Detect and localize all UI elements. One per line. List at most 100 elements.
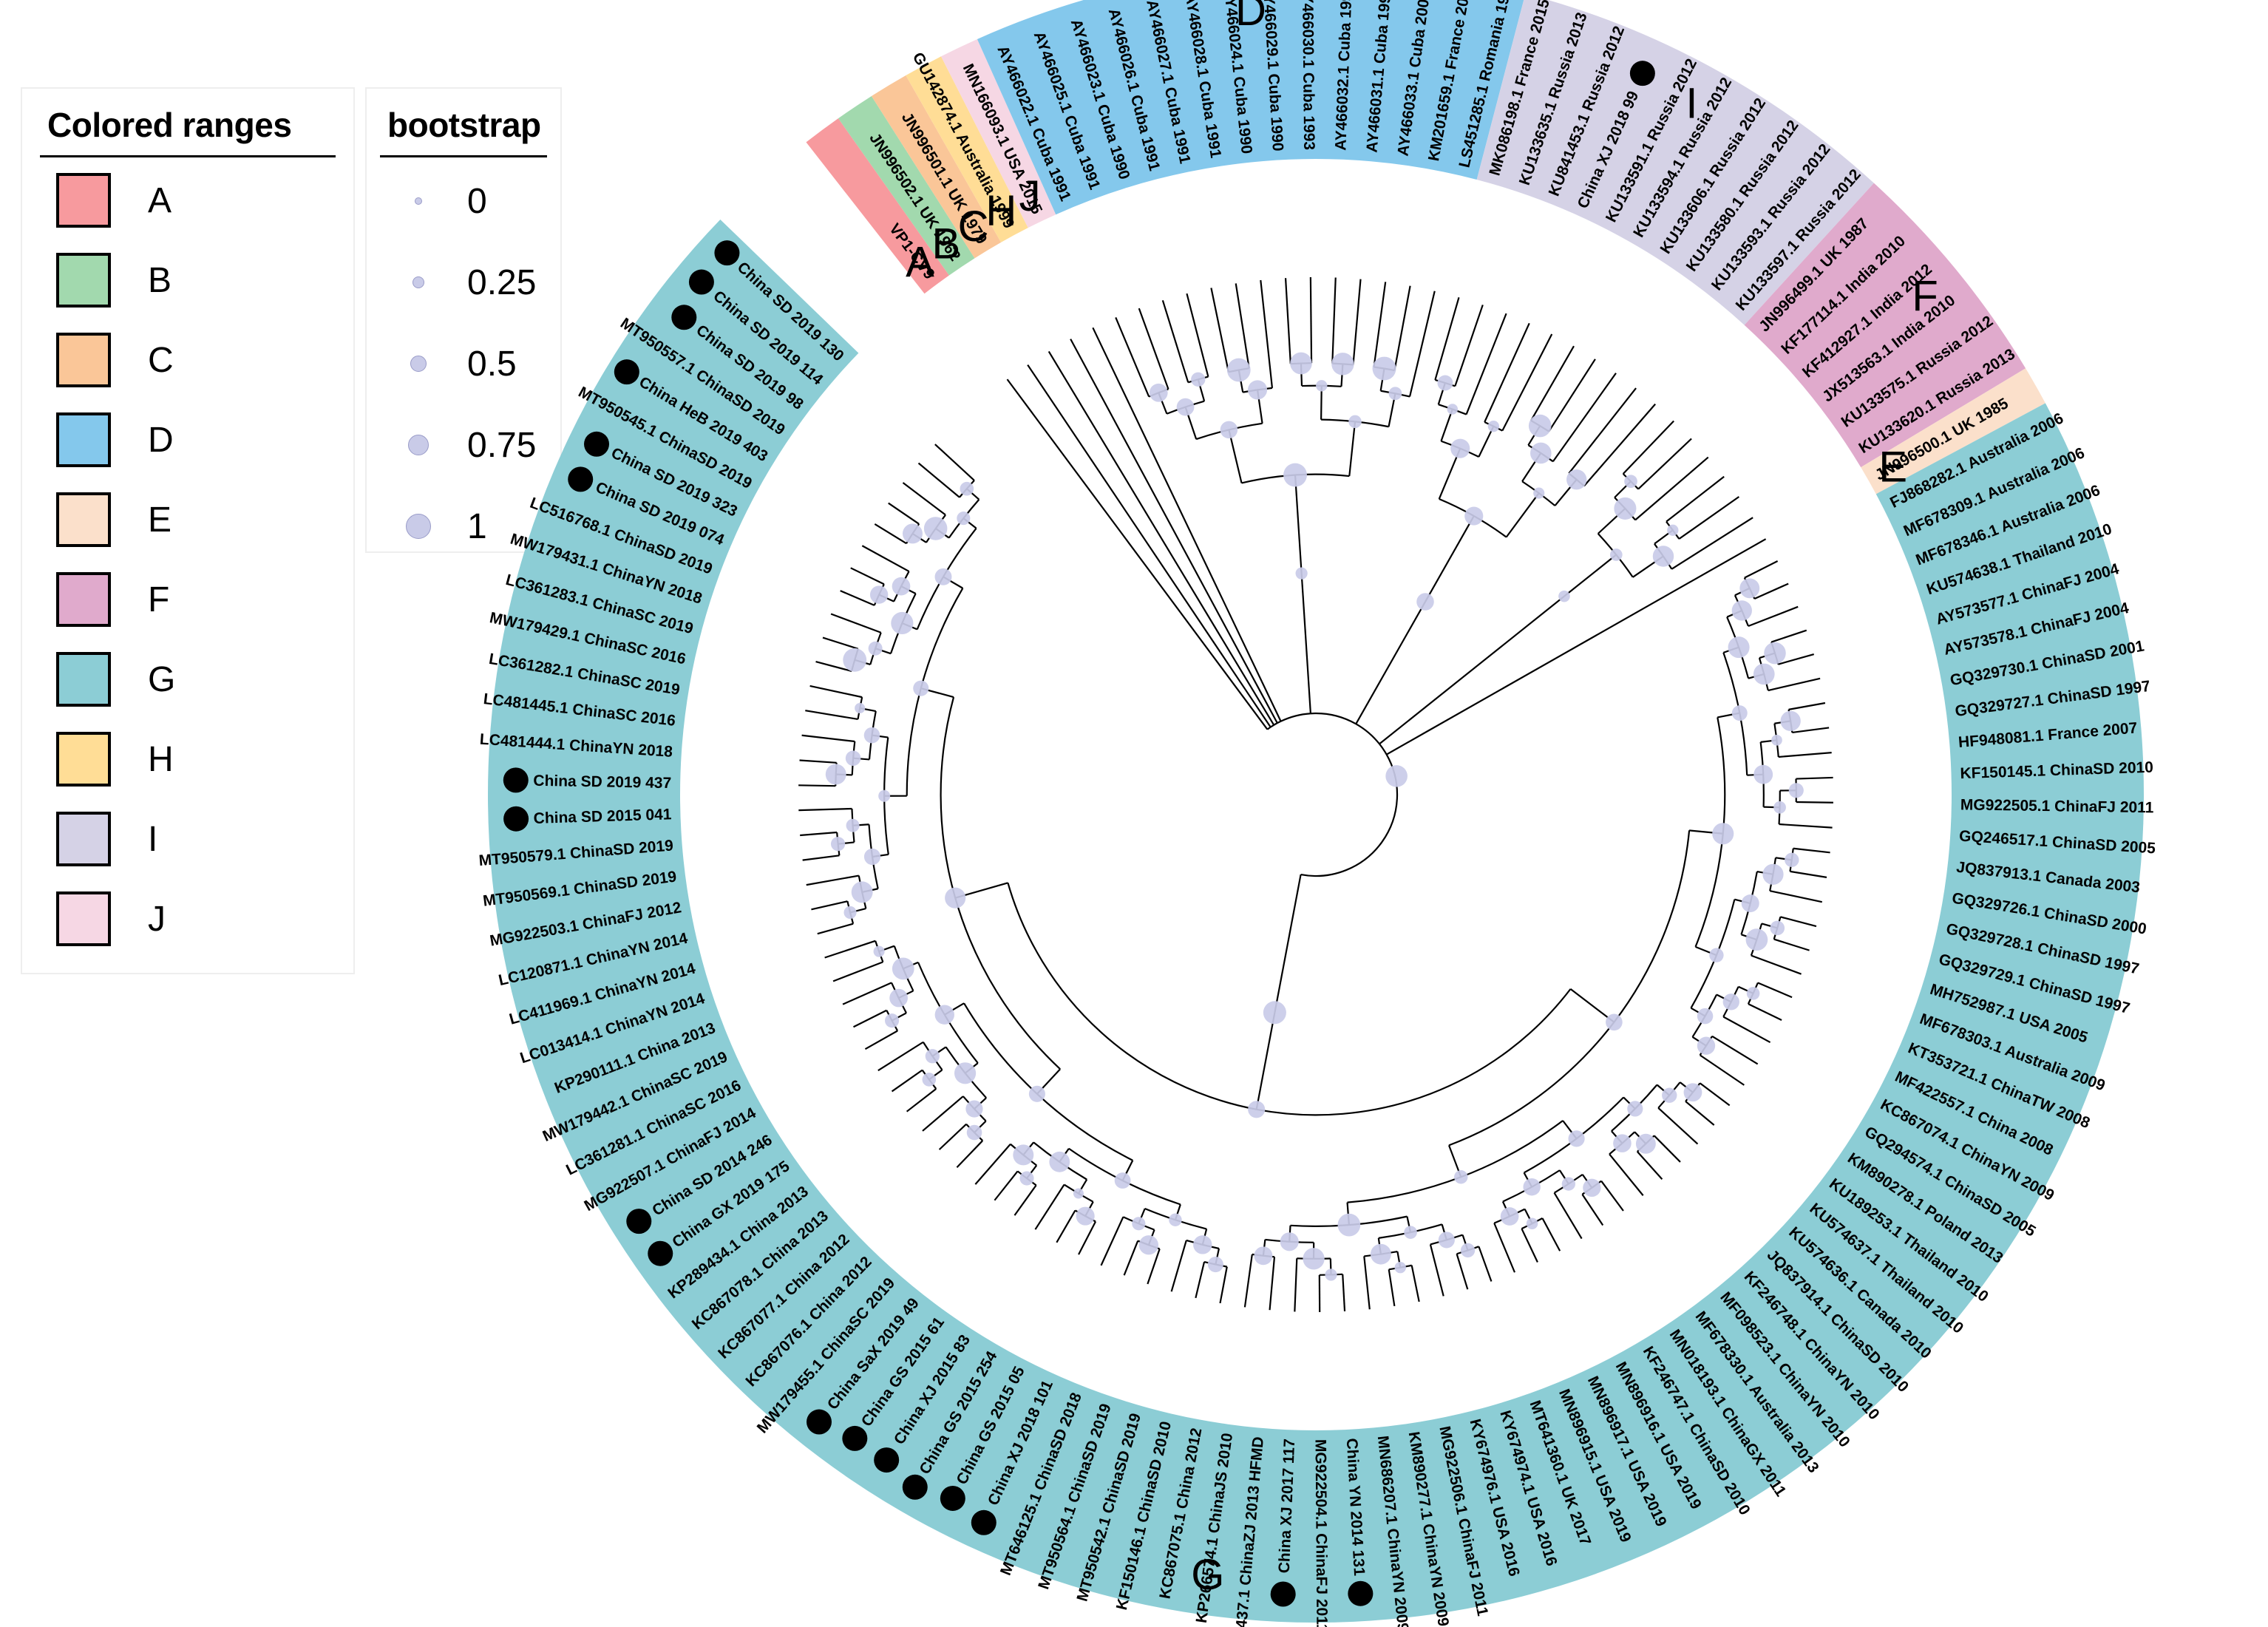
bootstrap-node xyxy=(1385,765,1408,787)
bootstrap-node xyxy=(1454,1170,1468,1184)
legend-bootstrap-row[interactable]: 0.5 xyxy=(380,323,547,404)
legend-range-row[interactable]: A xyxy=(40,160,336,240)
bootstrap-node xyxy=(1028,1085,1045,1102)
bootstrap-node xyxy=(1609,548,1623,561)
legend-range-row[interactable]: D xyxy=(40,400,336,480)
clade-wedge-F[interactable] xyxy=(1744,183,2026,468)
bootstrap-node xyxy=(922,1073,937,1087)
bootstrap-node xyxy=(1438,1232,1455,1249)
clade-letter-D: D xyxy=(1235,0,1266,35)
tree-branch xyxy=(1260,681,1282,722)
bootstrap-title: bootstrap xyxy=(387,106,541,144)
tree-branch xyxy=(1270,724,1274,728)
bootstrap-node xyxy=(1348,415,1362,429)
highlight-dot-icon xyxy=(1270,1581,1296,1607)
clade-wedge-C[interactable] xyxy=(871,75,1002,259)
tree-branches xyxy=(798,277,1833,1312)
bootstrap-node xyxy=(1220,421,1238,439)
tree-branch xyxy=(805,710,858,721)
tree-branch xyxy=(801,734,855,743)
range-label: G xyxy=(148,659,176,699)
highlight-dot-icon xyxy=(503,806,529,832)
tree-branch xyxy=(1657,1107,1699,1145)
range-color-swatch xyxy=(56,732,111,787)
clade-wedge-J[interactable] xyxy=(941,38,1056,228)
bootstrap-node xyxy=(1388,387,1402,401)
bootstrap-node xyxy=(831,837,846,852)
legend-range-row[interactable]: J xyxy=(40,879,336,959)
clade-wedge-I[interactable] xyxy=(1476,0,1874,325)
legend-range-row[interactable]: F xyxy=(40,560,336,639)
tree-branch xyxy=(815,660,852,672)
bootstrap-node xyxy=(1667,524,1679,536)
tree-branch xyxy=(1622,420,1674,475)
tree-branch xyxy=(1386,732,1426,755)
bootstrap-node xyxy=(1254,1246,1273,1266)
tree-branch xyxy=(1170,1240,1187,1292)
legend-range-row[interactable]: B xyxy=(40,240,336,320)
bootstrap-node xyxy=(1247,380,1268,400)
clade-wedge-G[interactable] xyxy=(487,219,2145,1623)
bootstrap-node xyxy=(1437,375,1453,391)
legend-range-row[interactable]: E xyxy=(40,480,336,560)
tree-branch xyxy=(1751,954,1802,975)
tree-branch xyxy=(917,462,960,498)
tree-branch xyxy=(1637,438,1692,490)
bootstrap-node xyxy=(851,881,873,903)
bootstrap-node xyxy=(1762,863,1784,885)
bootstrap-node xyxy=(1528,414,1552,438)
tree-branch xyxy=(1530,345,1575,421)
legend-range-row[interactable]: G xyxy=(40,639,336,719)
tip-label[interactable]: China SD 2015 041 xyxy=(533,806,672,827)
bootstrap-node xyxy=(1193,1235,1212,1254)
bootstrap-node xyxy=(1566,469,1587,490)
tip-label[interactable]: AY466030.1 Cuba 1993 xyxy=(1299,0,1317,150)
tree-branch xyxy=(1219,1266,1228,1304)
legend-range-row[interactable]: I xyxy=(40,799,336,879)
tree-branch xyxy=(1342,1274,1346,1311)
tree-branch xyxy=(974,1144,1011,1185)
range-label: H xyxy=(148,739,174,779)
bootstrap-dot-icon xyxy=(412,276,424,288)
clade-wedge-A[interactable] xyxy=(806,118,949,294)
tree-branch xyxy=(1770,629,1807,643)
legend-range-row[interactable]: H xyxy=(40,719,336,799)
bootstrap-node xyxy=(1780,710,1801,732)
legend-bootstrap-row[interactable]: 0.75 xyxy=(380,404,547,486)
tip-label[interactable]: China SD 2019 437 xyxy=(533,772,671,792)
clade-wedge-E[interactable] xyxy=(1861,368,2045,495)
bootstrap-node xyxy=(873,945,885,957)
tree-branch xyxy=(1548,359,1596,432)
tree-branch xyxy=(1161,300,1189,383)
tree-branch xyxy=(1070,339,1257,685)
bootstrap-node xyxy=(863,848,881,866)
bootstrap-node xyxy=(1722,993,1739,1010)
tree-branch xyxy=(1521,1228,1538,1263)
bootstrap-node xyxy=(1226,358,1251,382)
clade-wedge-D[interactable] xyxy=(977,0,1526,215)
bootstrap-node xyxy=(1635,1133,1656,1154)
tree-branch xyxy=(1553,1192,1583,1240)
tip-label[interactable]: MG922505.1 ChinaFJ 2011 xyxy=(1960,796,2154,816)
bootstrap-node xyxy=(1697,1036,1716,1055)
bootstrap-node xyxy=(846,818,860,832)
bootstrap-node xyxy=(1303,1248,1325,1270)
legend-bootstrap-row[interactable]: 0.25 xyxy=(380,242,547,323)
clade-wedge-H[interactable] xyxy=(906,56,1028,242)
tree-branch xyxy=(1448,830,1691,1147)
tree-branch xyxy=(1123,1240,1139,1276)
bootstrap-value-label: 0 xyxy=(467,181,487,221)
legend-bootstrap-row[interactable]: 1 xyxy=(380,486,547,567)
bootstrap-node xyxy=(892,577,911,596)
clade-wedge-B[interactable] xyxy=(838,95,975,276)
tip-label[interactable]: MG922504.1 ChinaFJ 2011 xyxy=(1312,1439,1331,1627)
bootstrap-node xyxy=(1561,1177,1576,1191)
legend-bootstrap-row[interactable]: 0 xyxy=(380,160,547,242)
legend-range-row[interactable]: C xyxy=(40,320,336,400)
tree-branch xyxy=(1552,373,1617,462)
bootstrap-node xyxy=(1771,734,1782,746)
bootstrap-node xyxy=(868,641,883,656)
tree-branch xyxy=(1454,305,1484,387)
